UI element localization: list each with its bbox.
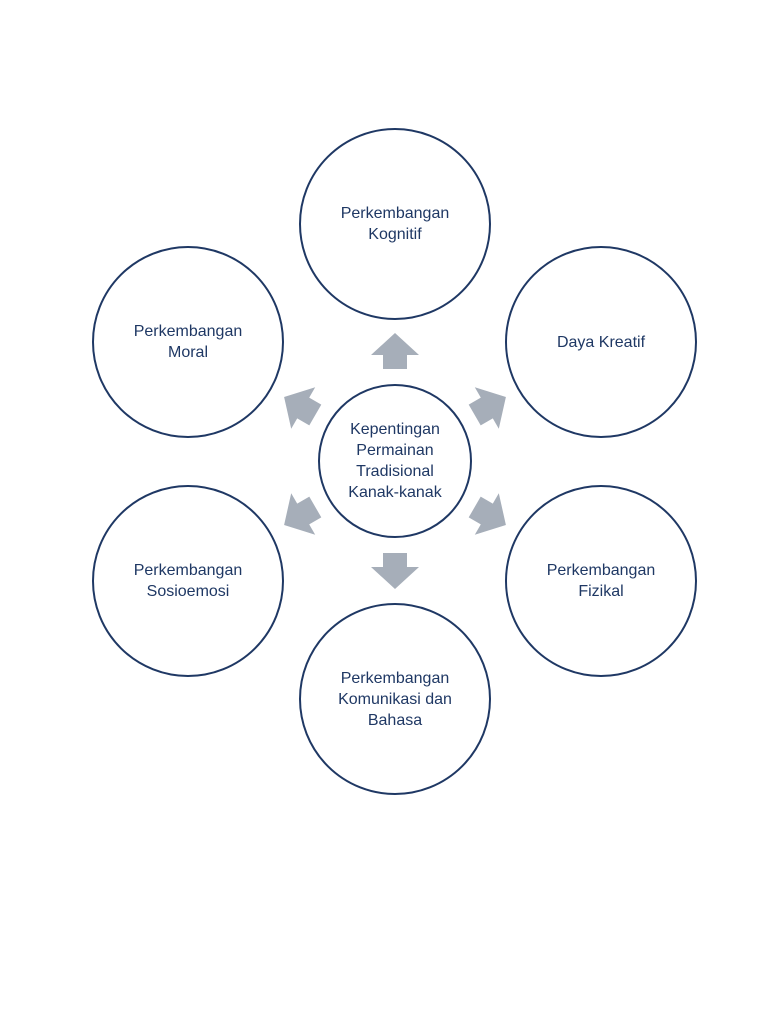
node-perkembangan-fizikal: Perkembangan Fizikal: [505, 485, 697, 677]
arrow-to-moral: [284, 387, 322, 429]
center-node-label: Kepentingan Permainan Tradisional Kanak-…: [348, 421, 442, 501]
node-label-moral: Perkembangan Moral: [133, 323, 243, 361]
arrow-to-sosioemosi: [284, 493, 322, 535]
arrow-to-kognitif: [371, 333, 419, 369]
node-label-kreatif: Daya Kreatif: [556, 333, 646, 351]
node-perkembangan-moral: Perkembangan Moral: [92, 246, 284, 438]
node-perkembangan-sosioemosi: Perkembangan Sosioemosi: [92, 485, 284, 677]
node-perkembangan-komunikasi-bahasa: Perkembangan Komunikasi dan Bahasa: [299, 603, 491, 795]
node-label-komunikasi: Perkembangan Komunikasi dan Bahasa: [338, 669, 452, 729]
node-perkembangan-kognitif: Perkembangan Kognitif: [299, 128, 491, 320]
node-label-kognitif: Perkembangan Kognitif: [340, 205, 450, 243]
arrow-to-fizikal: [468, 493, 506, 535]
center-node: Kepentingan Permainan Tradisional Kanak-…: [318, 384, 472, 538]
node-label-fizikal: Perkembangan Fizikal: [546, 562, 656, 600]
node-label-sosioemosi: Perkembangan Sosioemosi: [133, 562, 243, 600]
arrow-to-komunikasi: [371, 553, 419, 589]
node-daya-kreatif: Daya Kreatif: [505, 246, 697, 438]
arrow-to-kreatif: [468, 387, 506, 429]
